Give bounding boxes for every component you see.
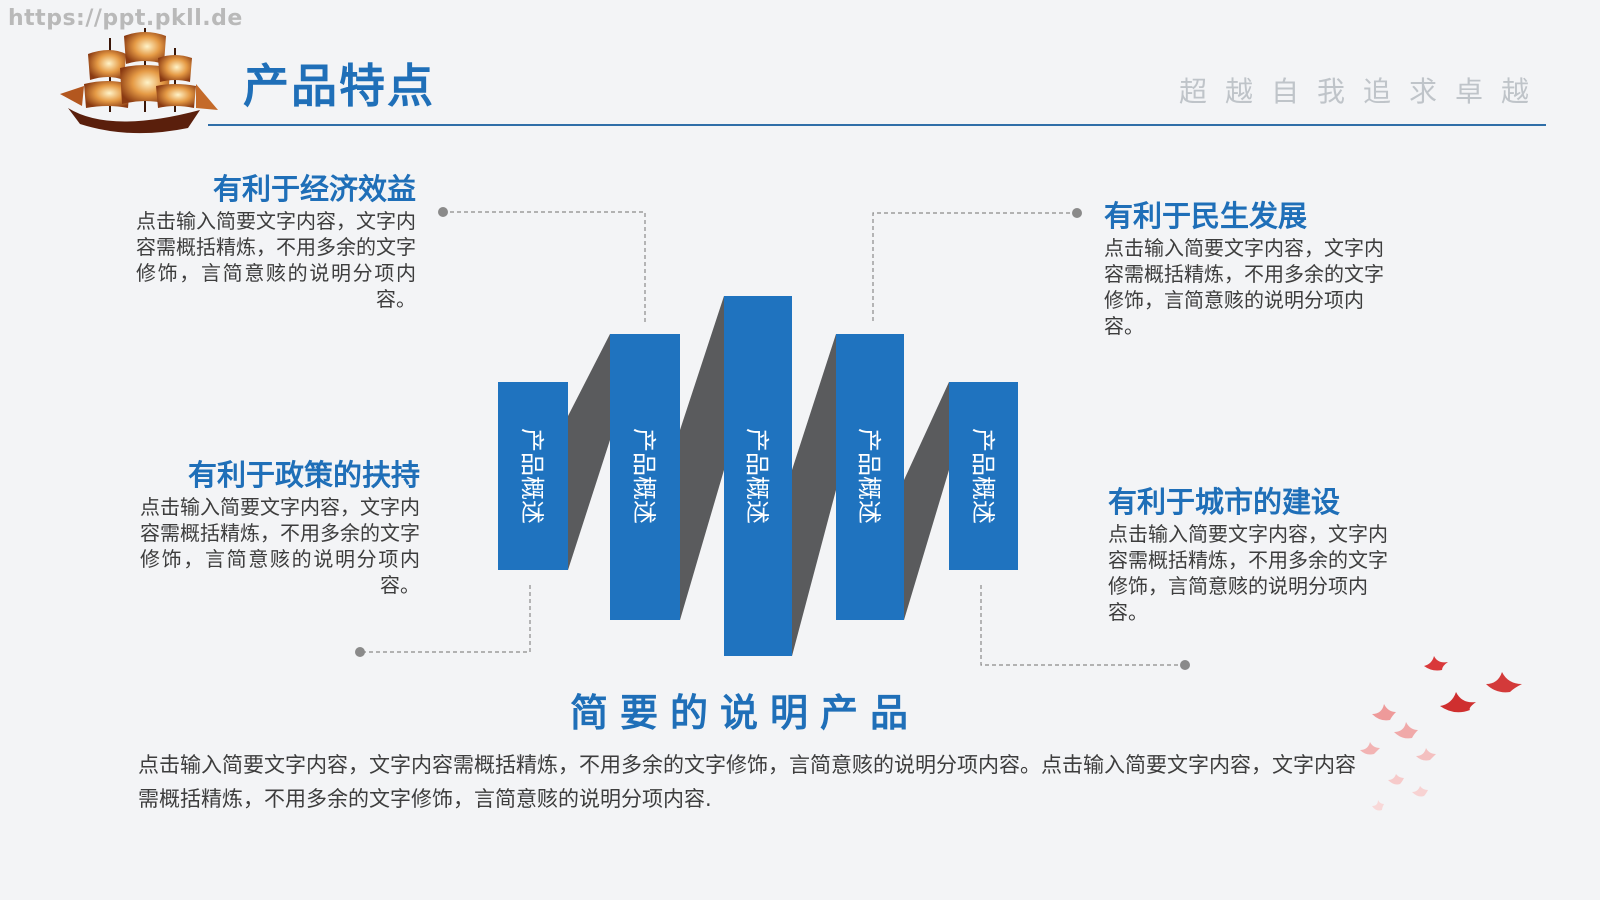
page-title: 产品特点 xyxy=(243,59,435,113)
summary-text: 点击输入简要文字内容，文字内容需概括精炼，不用多余的文字修饰，言简意赅的说明分项… xyxy=(138,753,1356,811)
bar-label: 产品概述 xyxy=(518,428,546,524)
feature-title: 有利于城市的建设 xyxy=(1108,485,1341,519)
slogan: 超越自我追求卓越 xyxy=(1178,75,1547,108)
fold-shadow xyxy=(568,334,610,570)
connector-top-left xyxy=(443,211,646,322)
feature-title: 有利于政策的扶持 xyxy=(187,458,420,492)
feature-economic-benefit: 有利于经济效益 点击输入简要文字内容，文字内容需概括精炼，不用多余的文字修饰，言… xyxy=(136,170,416,312)
feature-policy-support: 有利于政策的扶持 点击输入简要文字内容，文字内容需概括精炼，不用多余的文字修饰，… xyxy=(140,456,420,598)
bar-label: 产品概述 xyxy=(969,428,997,524)
flying-birds-icon xyxy=(1360,656,1522,811)
fold-shadow xyxy=(792,334,836,656)
feature-text: 点击输入简要文字内容，文字内容需概括精炼，不用多余的文字修饰，言简意赅的说明分项… xyxy=(136,209,416,311)
feature-text: 点击输入简要文字内容，文字内容需概括精炼，不用多余的文字修饰，言简意赅的说明分项… xyxy=(1108,522,1388,624)
bar-label: 产品概述 xyxy=(855,428,883,524)
feature-title: 有利于经济效益 xyxy=(212,172,416,206)
bar-label: 产品概述 xyxy=(743,428,771,524)
summary-title: 简要的说明产品 xyxy=(569,691,920,735)
connector-top-right xyxy=(872,212,1077,322)
connector-dot xyxy=(1180,660,1190,670)
fold-shadow xyxy=(904,382,949,620)
feature-livelihood: 有利于民生发展 点击输入简要文字内容，文字内容需概括精炼，不用多余的文字修饰，言… xyxy=(1104,197,1384,339)
connector-dot xyxy=(1072,208,1082,218)
feature-text: 点击输入简要文字内容，文字内容需概括精炼，不用多余的文字修饰，言简意赅的说明分项… xyxy=(1104,236,1384,338)
header-divider xyxy=(208,124,1546,126)
feature-text: 点击输入简要文字内容，文字内容需概括精炼，不用多余的文字修饰，言简意赅的说明分项… xyxy=(140,495,420,597)
sailing-ship-icon xyxy=(60,28,218,134)
connector-dot xyxy=(355,647,365,657)
fold-shadow xyxy=(680,296,724,620)
feature-city-construction: 有利于城市的建设 点击输入简要文字内容，文字内容需概括精炼，不用多余的文字修饰，… xyxy=(1108,483,1388,625)
bar-label: 产品概述 xyxy=(630,428,658,524)
watermark: https://ppt.pkll.de xyxy=(8,6,243,31)
connector-dot xyxy=(438,207,448,217)
feature-title: 有利于民生发展 xyxy=(1104,199,1308,233)
